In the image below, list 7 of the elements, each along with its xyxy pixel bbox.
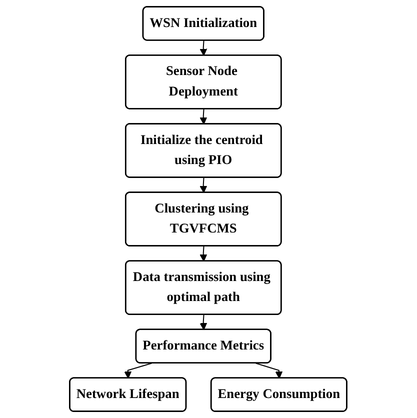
arrow (200, 246, 208, 262)
arrow (200, 314, 208, 330)
arrow (200, 40, 208, 56)
arrow (256, 362, 283, 379)
arrow (200, 178, 208, 194)
arrow (124, 362, 152, 379)
arrow (200, 109, 208, 124)
